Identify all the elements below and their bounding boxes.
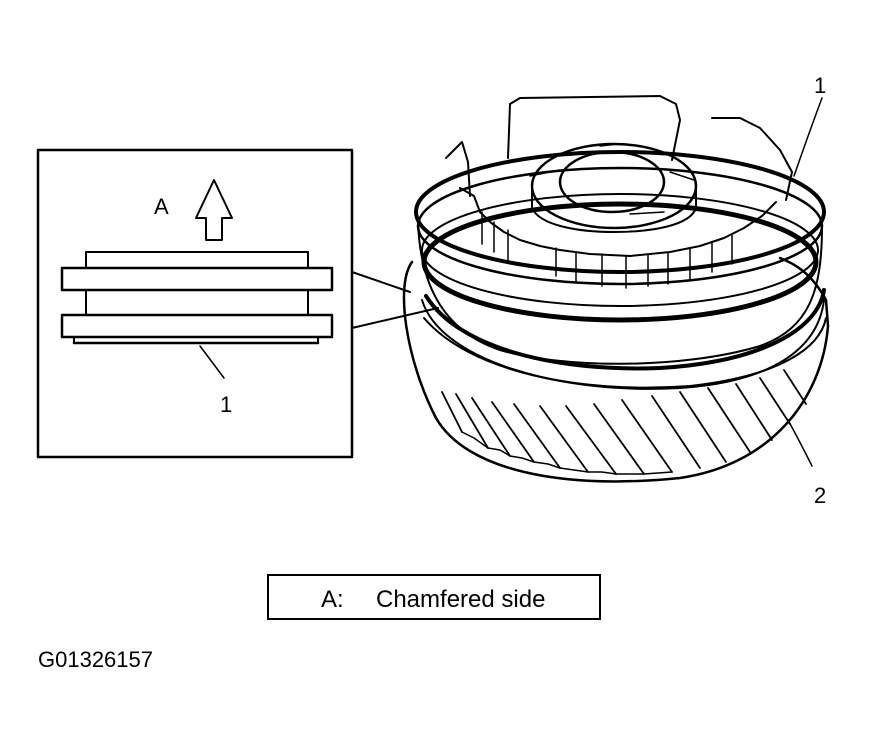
legend-text: Chamfered side: [376, 586, 546, 613]
gear-callout-2: 2: [814, 483, 827, 508]
inset-detail: [36, 148, 354, 459]
hub-splines: [481, 211, 733, 289]
up-arrow-icon: [195, 179, 233, 241]
gear-callout-1: 1: [814, 73, 827, 98]
legend-box: A: Chamfered side: [267, 574, 601, 620]
helical-teeth: [441, 369, 807, 475]
figure-id: G01326157: [38, 647, 153, 672]
gear-assembly: [402, 95, 830, 483]
inset-callout-1: 1: [220, 392, 233, 417]
legend-key: A:: [321, 586, 344, 613]
arrow-label-a: A: [154, 194, 169, 219]
